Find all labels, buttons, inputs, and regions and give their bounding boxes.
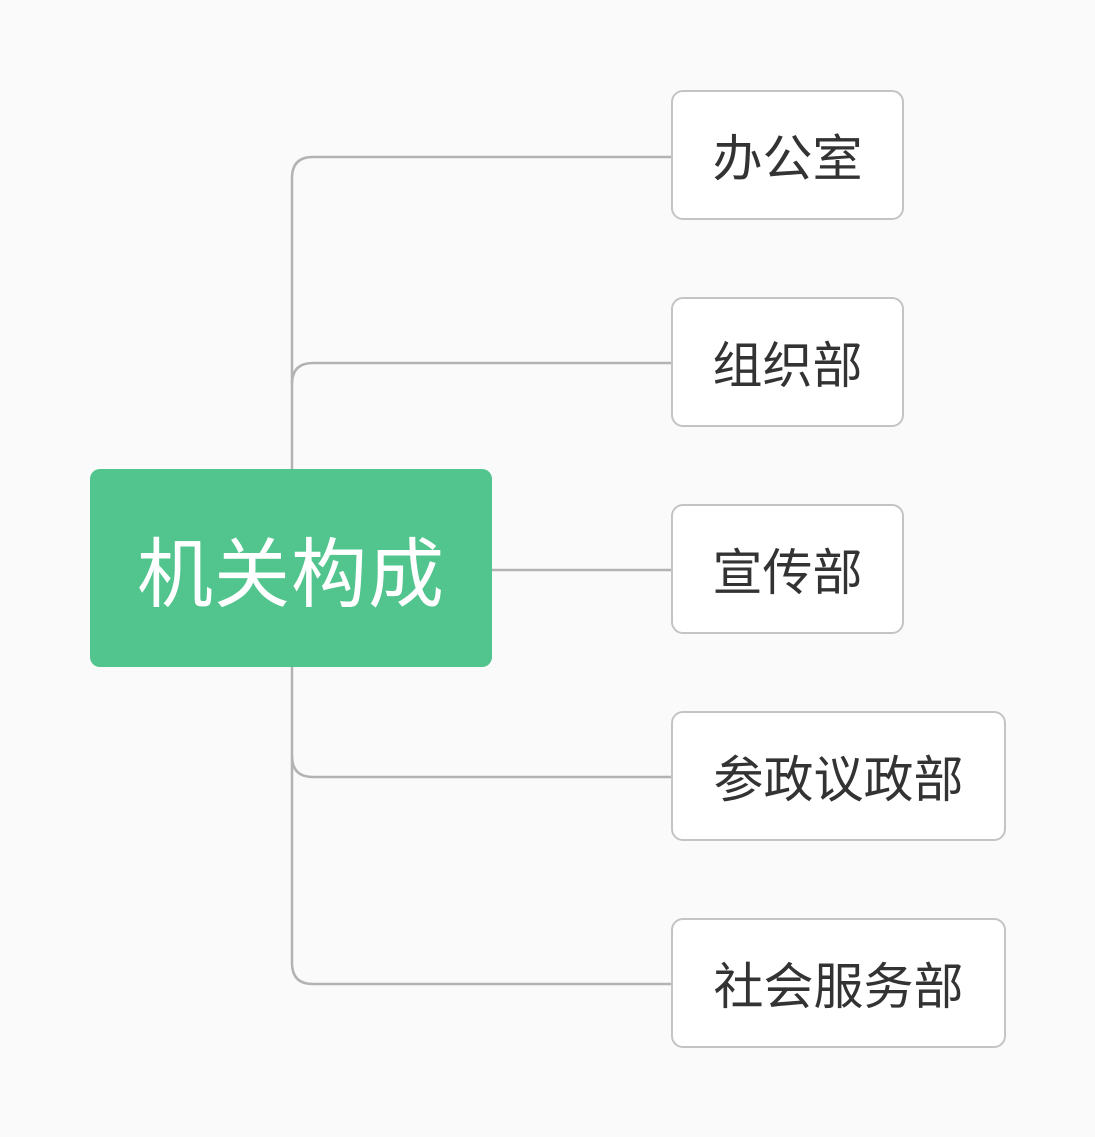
- connector-trunk: [290, 155, 671, 469]
- child-node-label: 办公室: [712, 130, 863, 188]
- root-node-label: 机关构成: [137, 530, 445, 619]
- child-node-label: 社会服务部: [713, 958, 964, 1016]
- child-node-label: 宣传部: [712, 544, 863, 602]
- child-node-publicity[interactable]: 宣传部: [671, 504, 904, 634]
- child-node-political-participation[interactable]: 参政议政部: [671, 711, 1006, 841]
- connector-branch-2: [290, 361, 671, 385]
- root-node[interactable]: 机关构成: [90, 469, 492, 667]
- connector-branch-5: [290, 756, 671, 986]
- child-node-office[interactable]: 办公室: [671, 90, 904, 220]
- child-node-organization[interactable]: 组织部: [671, 297, 904, 427]
- child-node-label: 组织部: [712, 337, 863, 395]
- child-node-social-service[interactable]: 社会服务部: [671, 918, 1006, 1048]
- child-node-label: 参政议政部: [713, 751, 964, 809]
- connector-branch-4: [290, 667, 671, 779]
